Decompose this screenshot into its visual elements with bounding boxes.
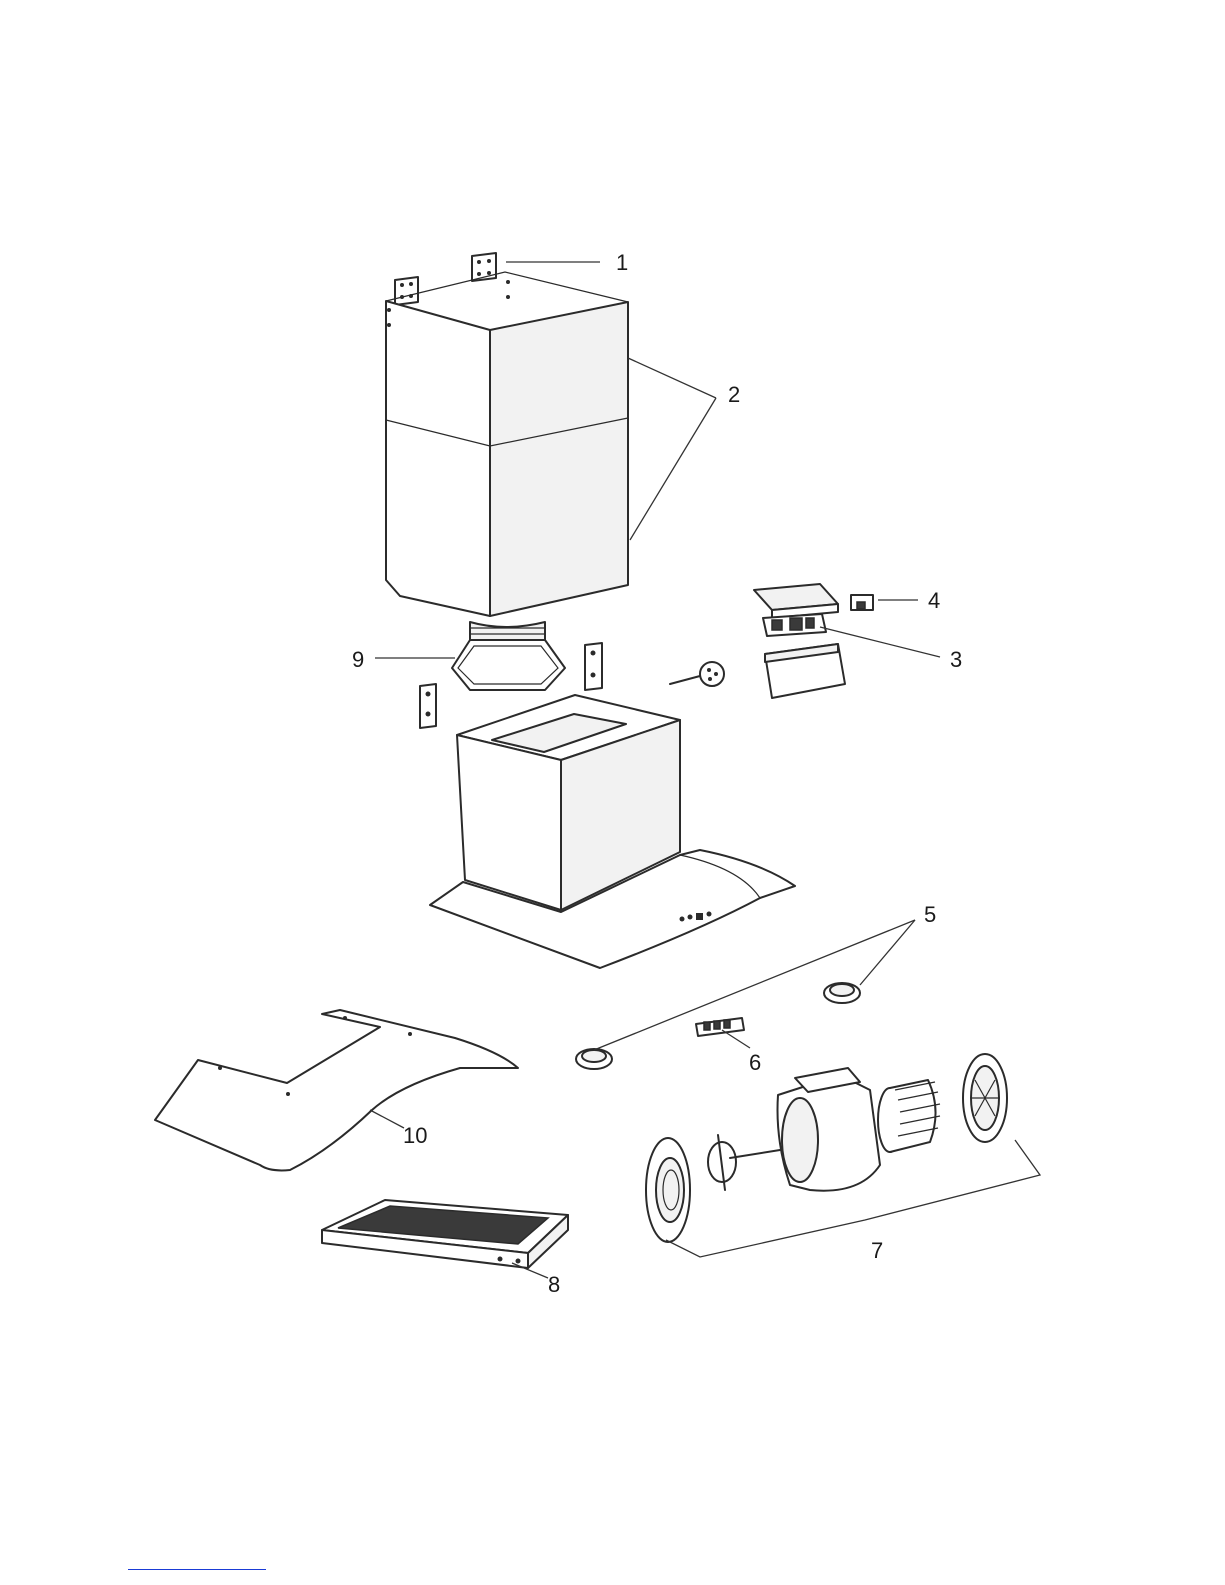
grease-filter bbox=[322, 1200, 568, 1268]
callout-4: 4 bbox=[928, 588, 940, 613]
control-box bbox=[754, 584, 845, 698]
side-bracket-right bbox=[585, 643, 602, 690]
glass-canopy bbox=[155, 1010, 518, 1170]
callout-9: 9 bbox=[352, 647, 364, 672]
chimney-cover bbox=[386, 272, 628, 616]
blower-assembly bbox=[646, 1054, 1007, 1242]
callout-6: 6 bbox=[749, 1050, 761, 1075]
side-bracket-left bbox=[420, 684, 436, 728]
callout-5: 5 bbox=[924, 902, 936, 927]
callout-7: 7 bbox=[871, 1238, 883, 1263]
hood-body bbox=[430, 695, 795, 968]
light-bulb-right bbox=[824, 983, 860, 1003]
callout-1: 1 bbox=[616, 250, 628, 275]
power-cord bbox=[670, 662, 724, 686]
duct-flange bbox=[452, 622, 565, 690]
callout-8: 8 bbox=[548, 1272, 560, 1297]
top-bracket-left bbox=[395, 277, 418, 305]
connector-block bbox=[851, 595, 873, 610]
callout-10: 10 bbox=[403, 1123, 427, 1148]
callout-2: 2 bbox=[728, 382, 740, 407]
callout-3: 3 bbox=[950, 647, 962, 672]
switch-panel bbox=[696, 1018, 744, 1036]
footer-link-underline[interactable] bbox=[128, 1569, 266, 1570]
light-bulb-left bbox=[576, 1049, 612, 1069]
